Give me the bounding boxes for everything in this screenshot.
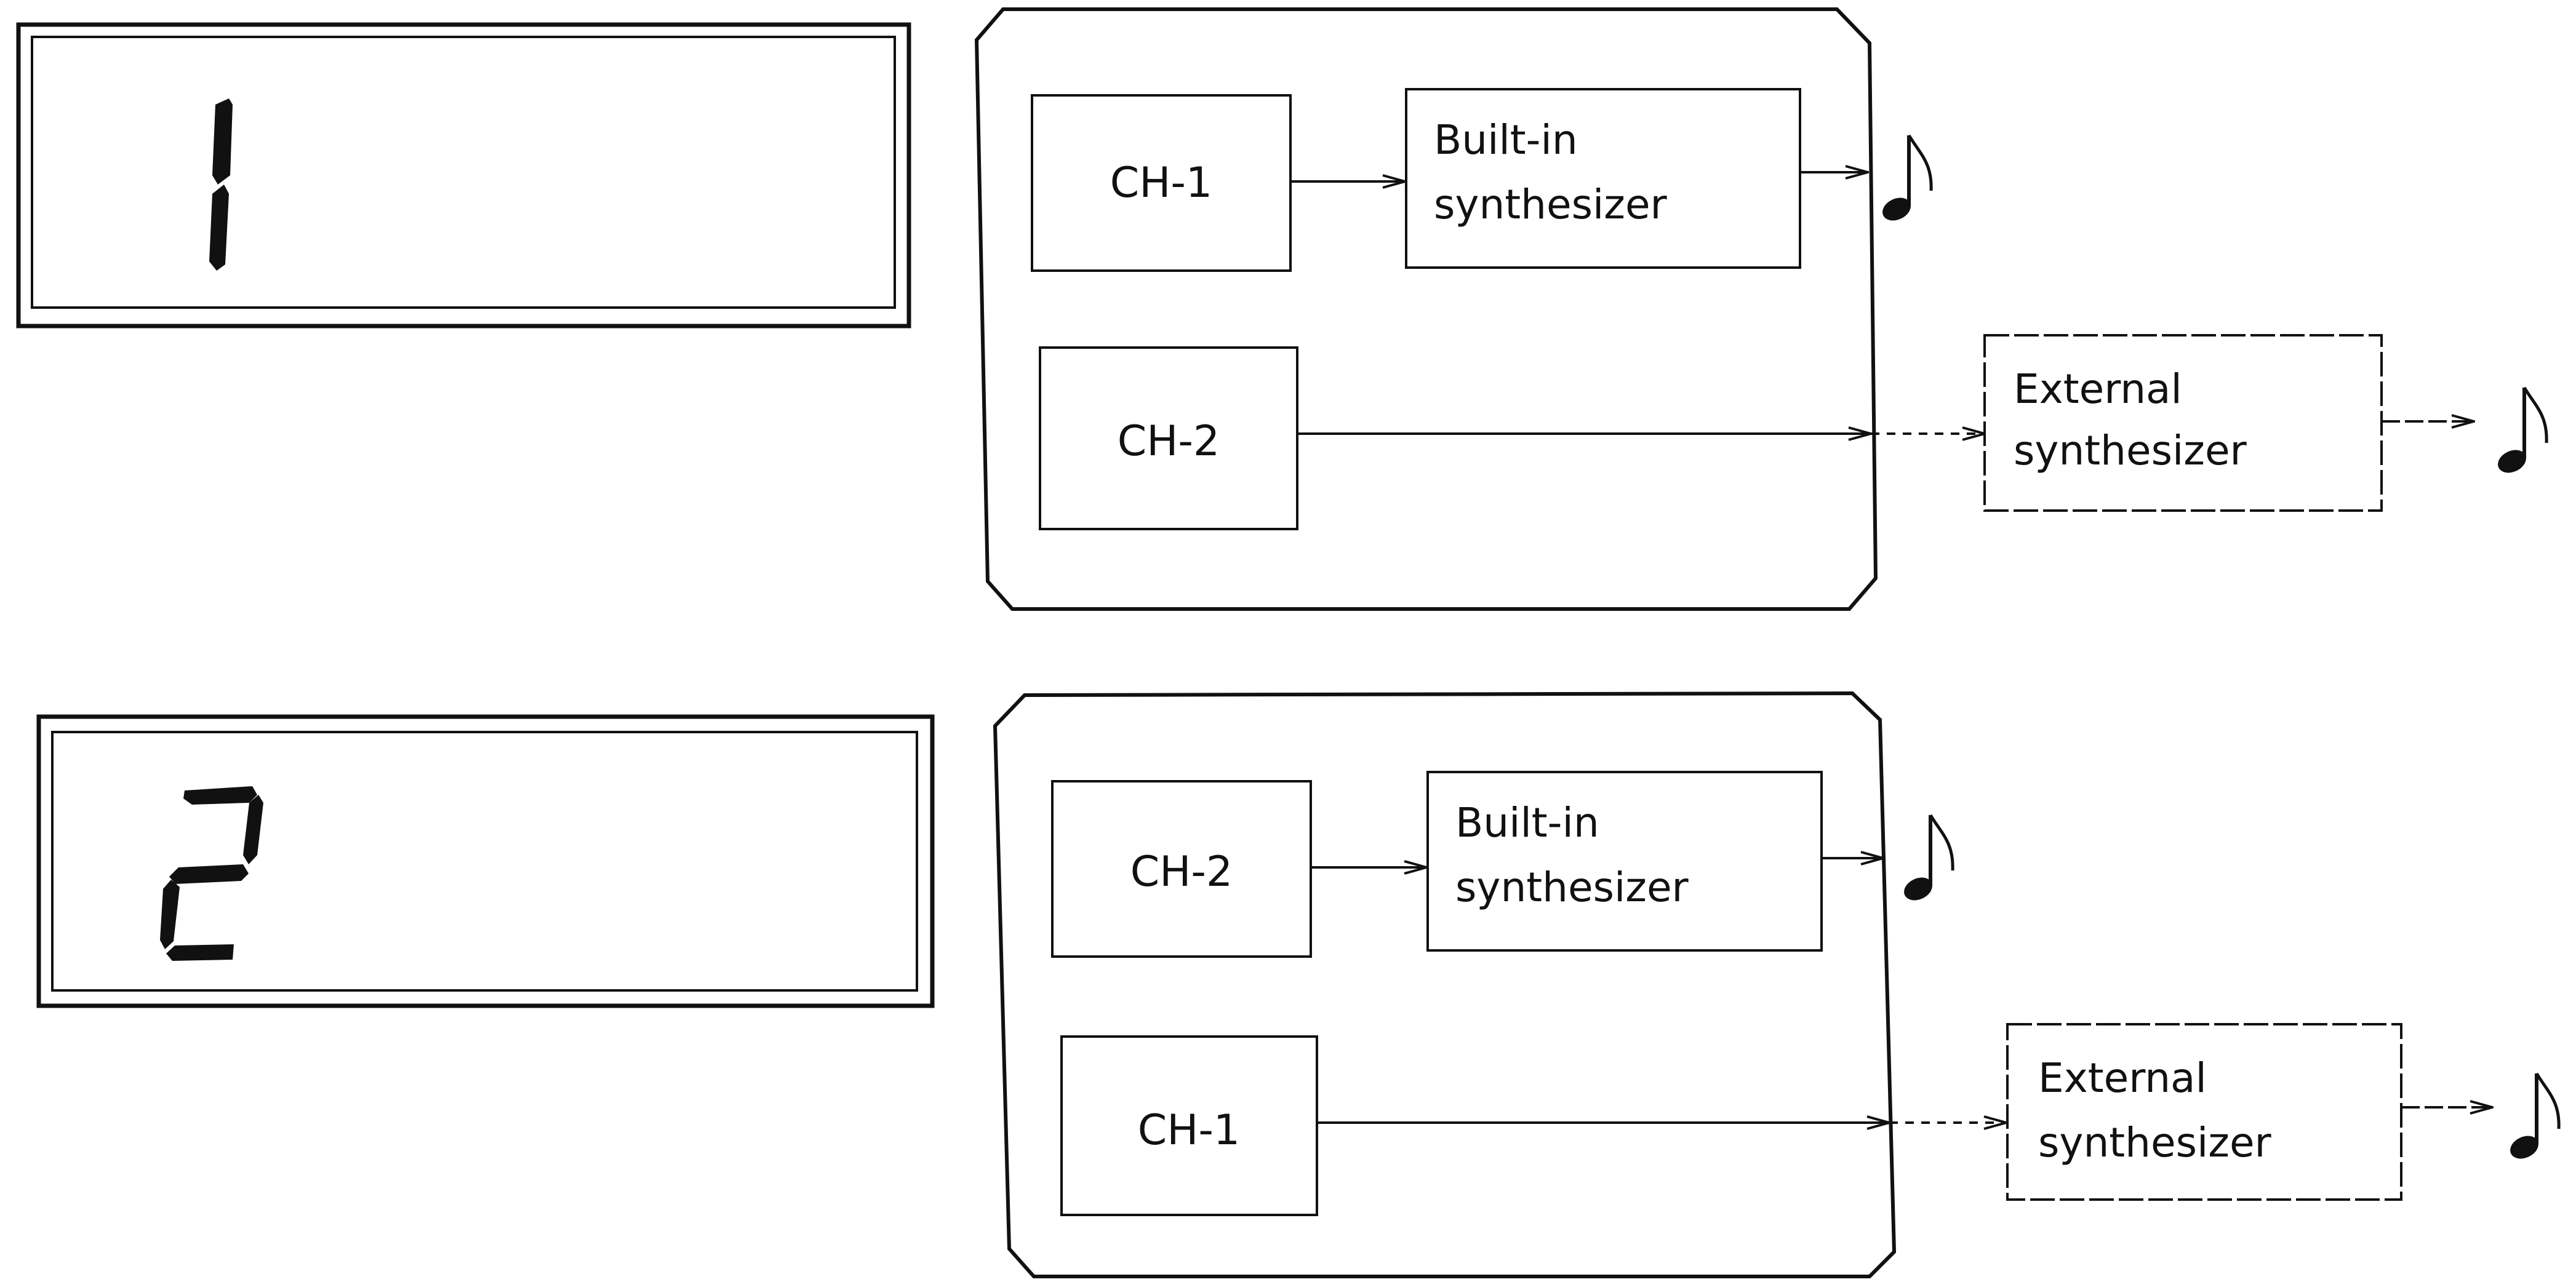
channel-label: CH-2 bbox=[1130, 848, 1233, 896]
panel-1: CH-1 Built-in synthesizer CH-2 External … bbox=[16, 7, 2548, 611]
synth-label-line2: synthesizer bbox=[1455, 864, 1689, 911]
channel-box-top-2: CH-2 bbox=[1051, 780, 1312, 958]
instrument-frame-2 bbox=[993, 691, 1897, 1278]
channel-box-top-1: CH-1 bbox=[1031, 94, 1292, 272]
external-synth-box-1: External synthesizer bbox=[1983, 334, 2383, 512]
synth-label-line1: External bbox=[2038, 1054, 2207, 1102]
synth-label-line2: synthesizer bbox=[2038, 1119, 2272, 1166]
eighth-note-icon bbox=[2498, 386, 2548, 473]
channel-box-bottom-2: CH-1 bbox=[1060, 1035, 1318, 1216]
builtin-synth-box-2: Built-in synthesizer bbox=[1426, 771, 1823, 952]
lcd-digit-1 bbox=[209, 98, 233, 271]
lcd-display-1 bbox=[16, 22, 911, 328]
channel-label: CH-1 bbox=[1110, 159, 1212, 207]
lcd-display-2 bbox=[36, 714, 935, 1008]
synth-label-line1: Built-in bbox=[1455, 799, 1599, 846]
channel-label: CH-1 bbox=[1138, 1106, 1240, 1155]
eighth-note-icon bbox=[2510, 1072, 2561, 1159]
synth-label-line2: synthesizer bbox=[2014, 427, 2247, 474]
synth-label-line1: External bbox=[2014, 365, 2182, 413]
external-synth-box-2: External synthesizer bbox=[2006, 1023, 2402, 1201]
eighth-note-icon bbox=[1882, 134, 1933, 221]
channel-box-bottom-1: CH-2 bbox=[1039, 346, 1298, 530]
channel-label: CH-2 bbox=[1118, 417, 1220, 466]
builtin-synth-box-1: Built-in synthesizer bbox=[1405, 88, 1801, 269]
instrument-frame-1 bbox=[974, 7, 1878, 611]
eighth-note-icon bbox=[1904, 814, 1954, 901]
lcd-digit-2 bbox=[160, 786, 263, 961]
synth-label-line1: Built-in bbox=[1434, 116, 1578, 164]
panel-2: CH-2 Built-in synthesizer CH-1 External … bbox=[36, 691, 2561, 1278]
synth-label-line2: synthesizer bbox=[1434, 181, 1668, 228]
